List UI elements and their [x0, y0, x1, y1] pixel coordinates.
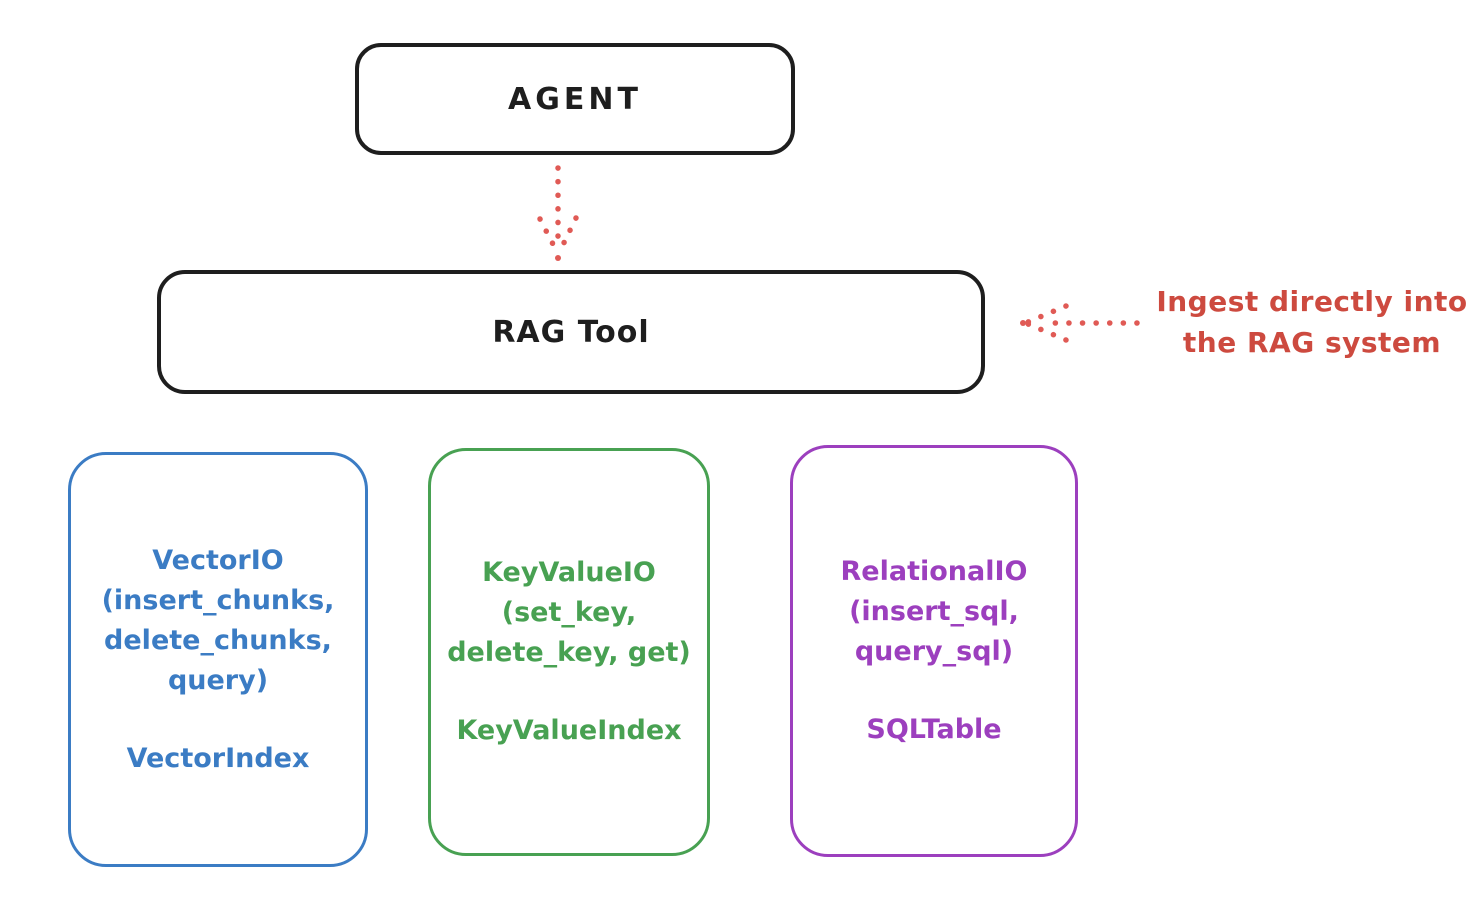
ingest-annotation: Ingest directly into the RAG system — [1140, 281, 1484, 363]
arrowhead-bottom-line — [1025, 321, 1069, 343]
io-line: (set_key, — [501, 597, 637, 628]
vector-io-lines: VectorIO (insert_chunks, delete_chunks, … — [102, 541, 335, 701]
keyvalue-io-lines: KeyValueIO (set_key, delete_key, get) — [447, 553, 691, 673]
io-line: query) — [167, 664, 269, 696]
sql-table-label: SQLTable — [866, 714, 1002, 745]
arrowhead-right-line — [556, 215, 579, 256]
io-line: KeyValueIO — [482, 557, 656, 588]
ingest-annotation-line2: the RAG system — [1182, 326, 1442, 359]
ingest-arrow — [1020, 303, 1140, 343]
relational-io-lines: RelationalIO (insert_sql, query_sql) — [841, 552, 1028, 672]
agent-label: AGENT — [508, 81, 642, 117]
arrowhead-left-line — [537, 216, 560, 255]
rag-tool-node: RAG Tool — [157, 270, 985, 394]
keyvalue-index-label: KeyValueIndex — [456, 715, 682, 746]
vector-io-node: VectorIO (insert_chunks, delete_chunks, … — [68, 452, 368, 867]
arrowhead-top-line — [1025, 303, 1069, 325]
agent-to-rag-tool-arrow — [537, 165, 579, 261]
arrowhead-tip-dot — [555, 255, 561, 261]
io-line: RelationalIO — [840, 556, 1028, 587]
io-line: (insert_sql, — [849, 596, 1019, 627]
io-line: delete_key, get) — [447, 637, 691, 668]
io-line: (insert_chunks, — [101, 584, 335, 616]
io-line: query_sql) — [854, 636, 1014, 667]
arrowhead-tip-dot — [1020, 320, 1026, 326]
ingest-annotation-line1: Ingest directly into — [1156, 285, 1468, 318]
agent-node: AGENT — [355, 43, 795, 155]
io-line: delete_chunks, — [104, 624, 332, 656]
relational-io-node: RelationalIO (insert_sql, query_sql) SQL… — [790, 445, 1078, 857]
vector-index-label: VectorIndex — [126, 742, 310, 774]
rag-tool-label: RAG Tool — [492, 314, 650, 350]
keyvalue-io-node: KeyValueIO (set_key, delete_key, get) Ke… — [428, 448, 710, 856]
io-line: VectorIO — [152, 544, 284, 576]
